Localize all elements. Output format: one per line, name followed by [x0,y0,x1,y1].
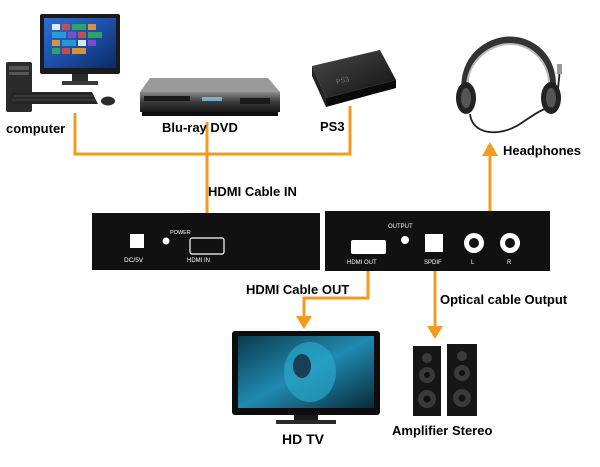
r-label: R [507,260,512,266]
speaker-right [447,344,477,416]
cable-computer [73,106,352,156]
tv-icon [232,331,380,424]
power-led [162,237,170,245]
ps3-console-icon: PS3 [312,50,396,107]
dc-port [130,234,144,248]
speakers-label: Amplifier Stereo [392,423,492,438]
tv-label: HD TV [282,431,325,447]
optical-arrow [427,326,443,339]
hdmi-in-port [189,237,225,255]
computer-icon [6,14,120,112]
svg-text:PS3: PS3 [336,76,351,86]
hdmi-cable-in-label: HDMI Cable IN [208,184,297,199]
bluray-label: Blu-ray DVD [162,120,238,135]
spdif-label: SPDIF [424,260,442,266]
output-panel: OUTPUT HDMI OUT SPDIF L R [325,211,550,271]
ps3-label: PS3 [320,119,345,134]
headphones-label: Headphones [503,143,581,158]
headphones-arrow [482,142,498,156]
output-led [401,236,409,244]
input-panel: DC/5V POWER HDMI IN [92,213,320,270]
power-label: POWER [170,230,191,236]
optical-cable-label: Optical cable Output [440,292,568,307]
hdmi-out-port-label: HDMI OUT [347,260,377,266]
speakers-icon [413,344,477,416]
computer-label: computer [6,121,65,136]
spdif-port [425,234,443,252]
hdmi-cable-out-label: HDMI Cable OUT [246,282,349,297]
speaker-left [413,346,441,416]
hdmi-out-port [351,240,386,254]
l-label: L [471,260,475,266]
headphones-icon [456,36,562,134]
output-label: OUTPUT [388,224,413,230]
hdmi-in-port-label: HDMI IN [187,258,210,264]
hdmi-out-arrow [296,316,312,329]
cable-hdmi-out [302,268,370,320]
dc-label: DC/5V [124,257,144,264]
bluray-player-icon [140,78,280,116]
